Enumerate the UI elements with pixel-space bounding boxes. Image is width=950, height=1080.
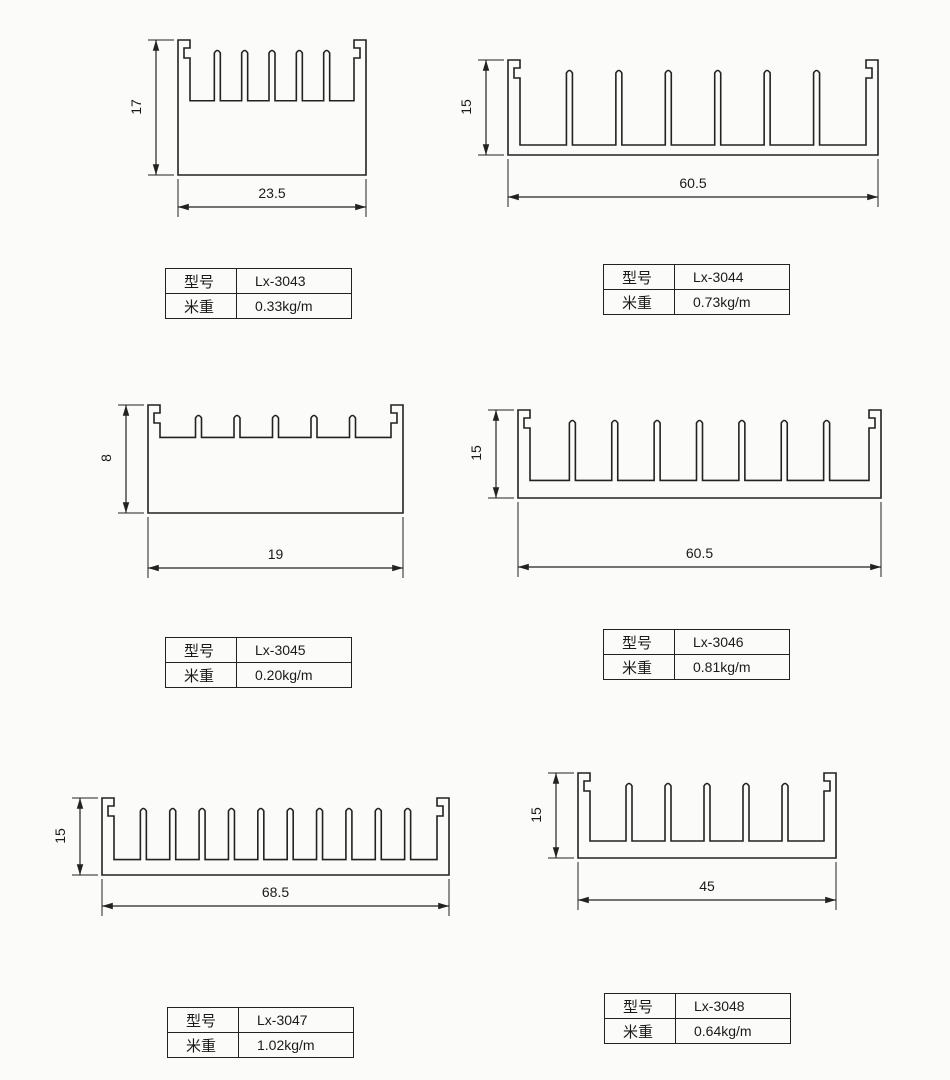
- model-value: Lx-3046: [674, 629, 790, 655]
- model-value: Lx-3044: [674, 264, 790, 290]
- model-value: Lx-3048: [675, 993, 791, 1019]
- width-dimension-label: 19: [267, 546, 284, 562]
- model-label: 型号: [167, 1007, 239, 1033]
- height-dimension-label: 17: [128, 98, 144, 115]
- height-dimension-label: 8: [98, 454, 114, 462]
- weight-value: 0.73kg/m: [674, 289, 790, 315]
- weight-value: 0.64kg/m: [675, 1018, 791, 1044]
- heatsink-profile-Lx-3045: [147, 404, 404, 514]
- weight-value: 0.81kg/m: [674, 654, 790, 680]
- model-label: 型号: [604, 993, 676, 1019]
- model-value: Lx-3043: [236, 268, 352, 294]
- heatsink-profile-Lx-3044: [507, 59, 879, 156]
- weight-label: 米重: [167, 1032, 239, 1058]
- model-label: 型号: [603, 264, 675, 290]
- heatsink-profile-Lx-3048: [577, 772, 837, 859]
- weight-value: 1.02kg/m: [238, 1032, 354, 1058]
- weight-value: 0.20kg/m: [236, 662, 352, 688]
- height-dimension-label: 15: [468, 445, 484, 461]
- weight-value: 0.33kg/m: [236, 293, 352, 319]
- height-dimension-label: 15: [458, 98, 474, 115]
- heatsink-profile-Lx-3047: [101, 797, 450, 876]
- height-dimension-label: 15: [528, 806, 544, 823]
- heatsink-profile-Lx-3046: [517, 409, 882, 499]
- width-dimension-label: 23.5: [258, 185, 286, 201]
- model-value: Lx-3045: [236, 637, 352, 663]
- model-value: Lx-3047: [238, 1007, 354, 1033]
- weight-label: 米重: [603, 654, 675, 680]
- weight-label: 米重: [603, 289, 675, 315]
- weight-label: 米重: [165, 662, 237, 688]
- width-dimension-label: 60.5: [685, 545, 714, 561]
- width-dimension-label: 45: [699, 878, 715, 894]
- heatsink-profile-Lx-3043: [177, 39, 367, 176]
- width-dimension-label: 68.5: [261, 884, 290, 900]
- model-label: 型号: [165, 637, 237, 663]
- model-label: 型号: [603, 629, 675, 655]
- weight-label: 米重: [165, 293, 237, 319]
- weight-label: 米重: [604, 1018, 676, 1044]
- width-dimension-label: 60.5: [679, 175, 707, 191]
- model-label: 型号: [165, 268, 237, 294]
- height-dimension-label: 15: [52, 827, 68, 844]
